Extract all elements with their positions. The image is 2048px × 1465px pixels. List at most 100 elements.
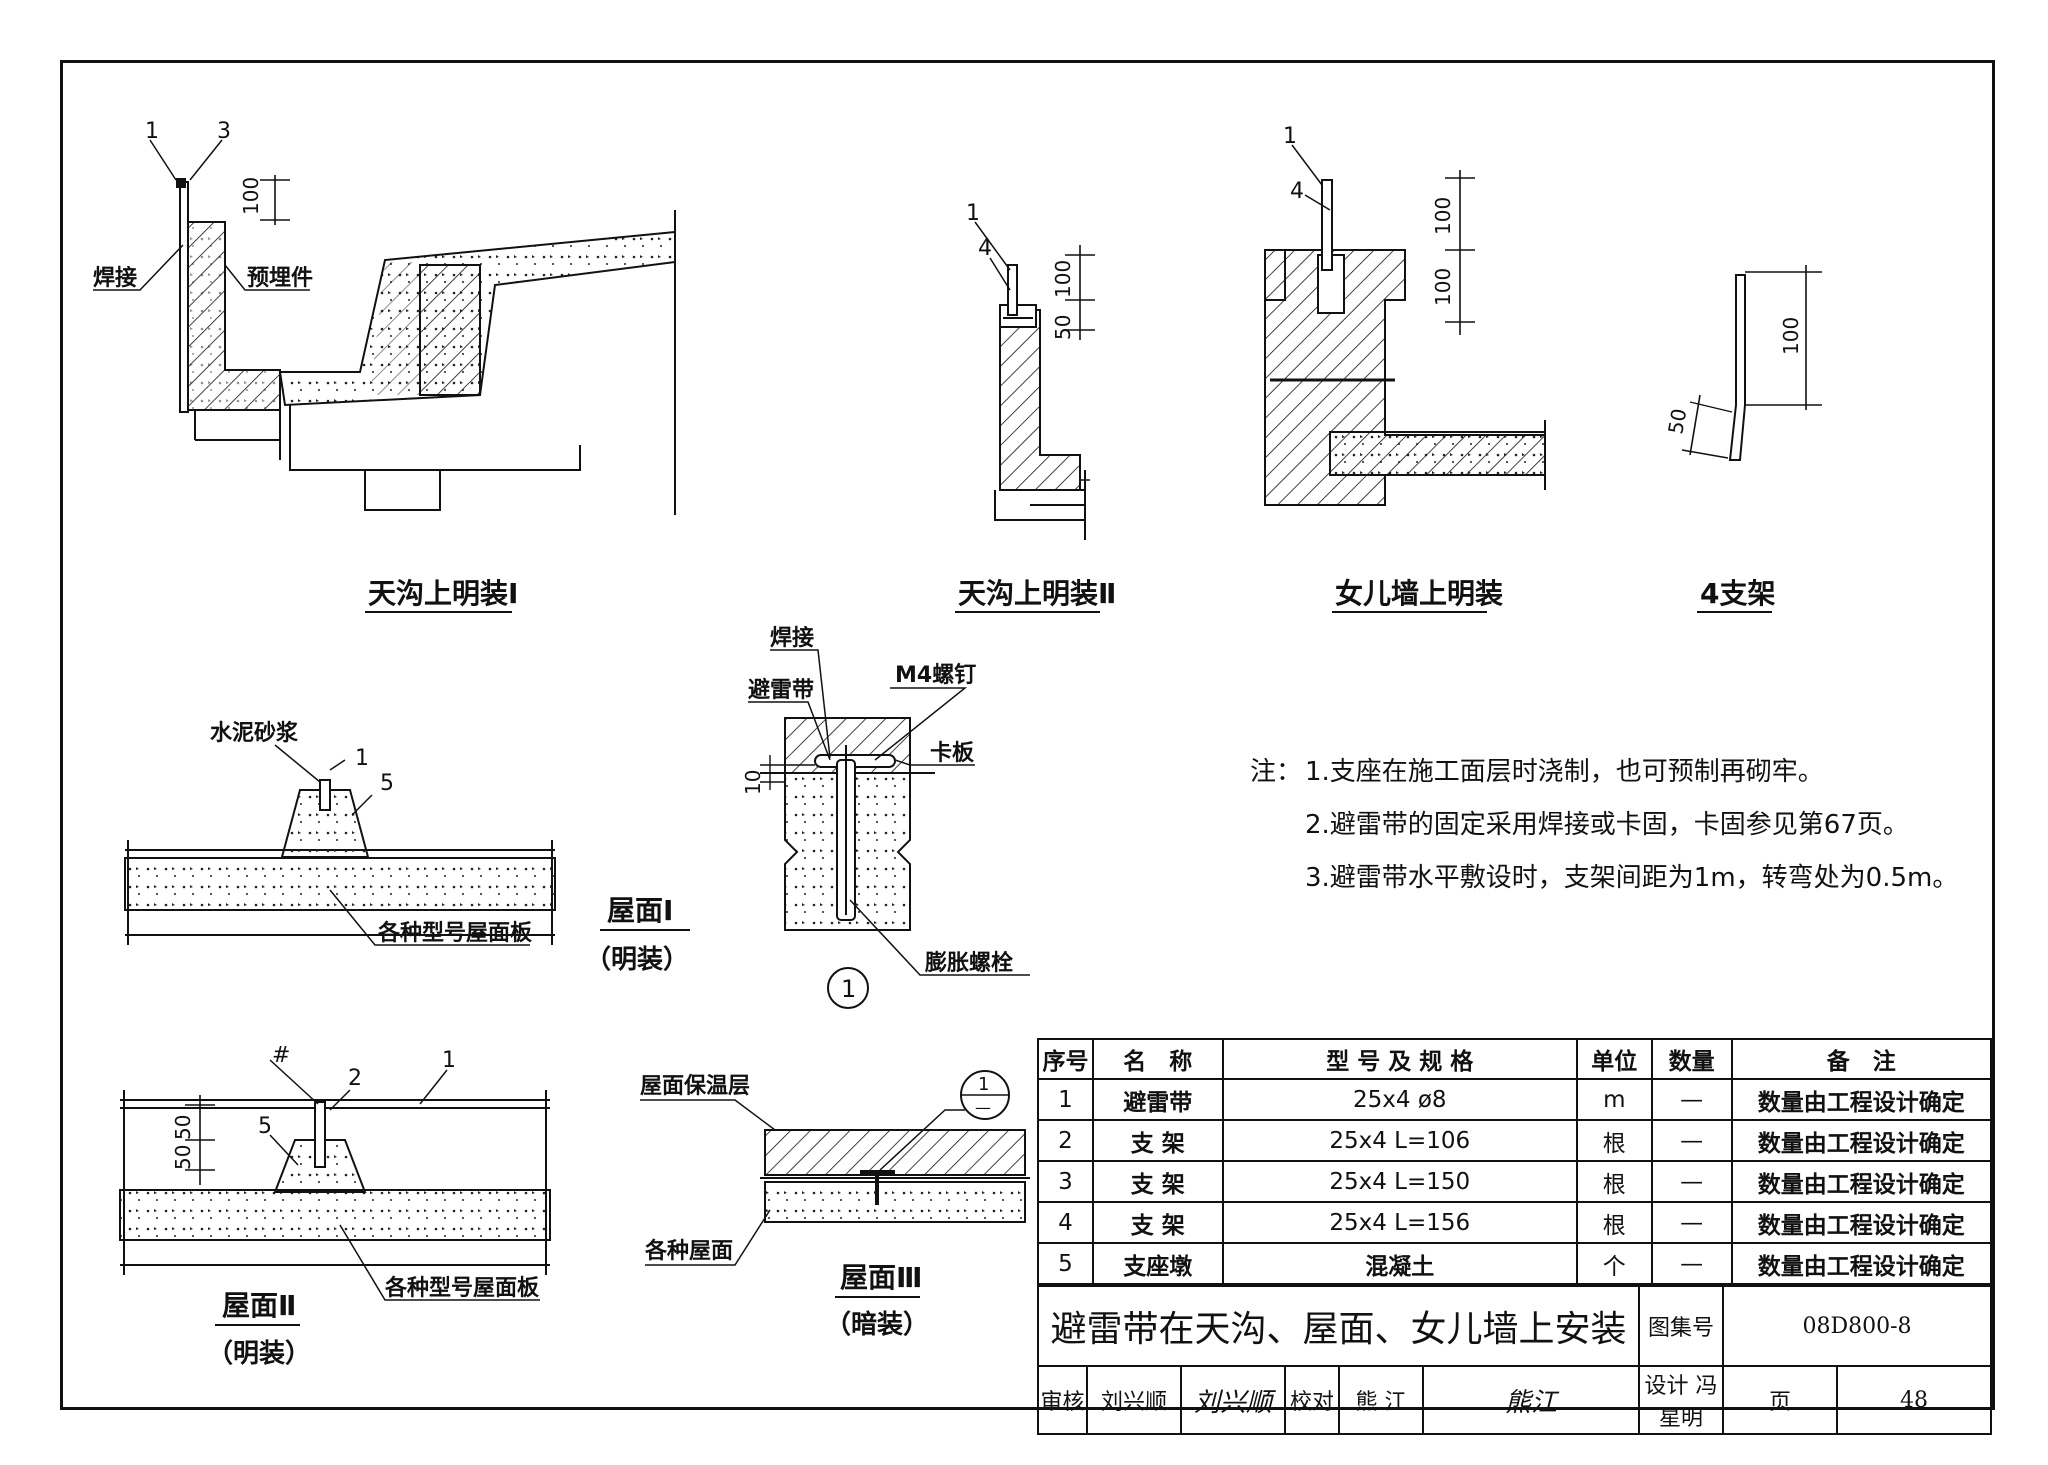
detail-1-dim-10: 10 — [741, 770, 765, 795]
design-label-text: 设计 — [1644, 1374, 1689, 1399]
page-number: 48 — [1836, 1365, 1992, 1435]
gutter-1-drawing: 100 1 3 焊接 预埋件 天沟上明装Ⅰ — [93, 119, 676, 613]
roof-3-subtitle: （暗装） — [825, 1310, 929, 1340]
notes-prefix: 注： — [1250, 757, 1302, 787]
bom-cell: 4 — [1037, 1201, 1094, 1244]
bom-cell: 根 — [1575, 1201, 1653, 1244]
bom-header-row: 序号 名 称 型 号 及 规 格 单位 数量 备 注 — [1037, 1038, 1993, 1080]
bom-header-cell: 序号 — [1037, 1038, 1094, 1080]
note-1: 1.支座在施工面层时浇制，也可预制再砌牢。 — [1305, 757, 1824, 787]
bom-cell: — — [1650, 1201, 1733, 1244]
bom-table: 序号 名 称 型 号 及 规 格 单位 数量 备 注 1 避雷带 25x4 ø8… — [1037, 1038, 1993, 1285]
bom-cell: 2 — [1037, 1119, 1094, 1162]
gutter-2-dim-100: 100 — [1051, 260, 1075, 298]
bom-cell: 5 — [1037, 1242, 1094, 1285]
design-label: 设计 冯星明 — [1638, 1365, 1724, 1435]
roof-2-label-1: 1 — [442, 1048, 456, 1073]
bracket-4-title: 4支架 — [1700, 577, 1775, 610]
roof-2-subtitle: （明装） — [207, 1339, 311, 1369]
parapet-dim-a: 100 — [1431, 197, 1455, 235]
bom-cell: — — [1650, 1160, 1733, 1203]
gutter-2-label-1: 1 — [966, 201, 980, 226]
bom-cell: 根 — [1575, 1160, 1653, 1203]
bom-cell: 3 — [1037, 1160, 1094, 1203]
gutter-1-label-1: 1 — [145, 119, 159, 144]
checker-signature: 熊江 — [1422, 1365, 1640, 1435]
bom-cell: 数量由工程设计确定 — [1730, 1160, 1993, 1203]
roof-1-label-5: 5 — [380, 771, 394, 796]
bom-cell: 个 — [1575, 1242, 1653, 1285]
review-label: 审核 — [1037, 1365, 1088, 1435]
gutter-1-title: 天沟上明装Ⅰ — [368, 577, 518, 610]
bracket-4-drawing: 100 50 4支架 — [1663, 265, 1822, 613]
bom-row: 3 支 架 25x4 L=150 根 — 数量由工程设计确定 — [1037, 1160, 1993, 1203]
page-label: 页 — [1722, 1365, 1838, 1435]
gutter-2-drawing: 100 50 1 4 天沟上明装Ⅱ — [955, 201, 1116, 613]
roof-1-drawing: 水泥砂浆 1 5 各种型号屋面板 屋面Ⅰ （明装） — [124, 720, 690, 975]
bom-cell: 避雷带 — [1091, 1078, 1224, 1121]
gutter-1-dim-100: 100 — [239, 177, 263, 215]
detail-1-label-m4: M4螺钉 — [895, 662, 976, 688]
bom-cell: 数量由工程设计确定 — [1730, 1119, 1993, 1162]
roof-2-label-2: 2 — [348, 1066, 362, 1091]
detail-1-label-bolt: 膨胀螺栓 — [924, 951, 1013, 976]
bom-header-cell: 数量 — [1650, 1038, 1733, 1080]
roof-2-label-5: 5 — [258, 1114, 272, 1139]
roof-1-label-mortar: 水泥砂浆 — [210, 720, 299, 746]
reviewer-name: 刘兴顺 — [1086, 1365, 1182, 1435]
parapet-title: 女儿墙上明装 — [1335, 577, 1503, 610]
roof-2-dim-2: 50 — [171, 1145, 195, 1170]
bom-cell: m — [1575, 1078, 1653, 1121]
detail-1-marker: 1 — [841, 975, 856, 1003]
bom-cell: 数量由工程设计确定 — [1730, 1078, 1993, 1121]
bom-header-cell: 名 称 — [1091, 1038, 1224, 1080]
detail-1-label-strip: 避雷带 — [748, 677, 814, 703]
check-label: 校对 — [1284, 1365, 1340, 1435]
bom-cell: 支 架 — [1091, 1160, 1224, 1203]
parapet-dim-b: 100 — [1431, 268, 1455, 306]
sheet-title: 避雷带在天沟、屋面、女儿墙上安装 — [1037, 1285, 1640, 1367]
bom-header-cell: 单位 — [1575, 1038, 1653, 1080]
bom-cell: — — [1650, 1119, 1733, 1162]
roof-1-title: 屋面Ⅰ — [607, 894, 673, 927]
roof-3-ref-top: 1 — [978, 1074, 989, 1095]
parapet-drawing: 100 100 1 4 女儿墙上明装 — [1264, 124, 1546, 613]
gutter-1-label-3: 3 — [217, 119, 231, 144]
roof-3-label-insul: 屋面保温层 — [640, 1074, 750, 1099]
title-block: 避雷带在天沟、屋面、女儿墙上安装 图集号 08D800-8 审核 刘兴顺 刘兴顺… — [1037, 1285, 1992, 1435]
bom-cell: — — [1650, 1242, 1733, 1285]
roof-2-label-hash: # — [272, 1043, 290, 1068]
roof-1-subtitle: （明装） — [585, 945, 689, 975]
roof-2-label-slab: 各种型号屋面板 — [384, 1275, 540, 1301]
gutter-1-label-embed: 预埋件 — [247, 266, 313, 291]
bracket-4-dim-100: 100 — [1779, 317, 1803, 355]
detail-1-drawing: 10 焊接 M4螺钉 避雷带 卡板 膨胀螺栓 1 — [741, 626, 1030, 1009]
roof-3-drawing: 屋面保温层 各种屋面 1 — 屋面Ⅲ （暗装） — [640, 1070, 1030, 1340]
bom-header-cell: 备 注 — [1730, 1038, 1993, 1080]
gutter-2-dim-50: 50 — [1051, 315, 1075, 340]
bom-cell: 支座墩 — [1091, 1242, 1224, 1285]
roof-1-label-slab: 各种型号屋面板 — [377, 920, 533, 946]
roof-1-label-1: 1 — [355, 746, 369, 771]
note-2: 2.避雷带的固定采用焊接或卡固，卡固参见第67页。 — [1305, 810, 1909, 840]
bom-header-cell: 型 号 及 规 格 — [1221, 1038, 1578, 1080]
gutter-2-label-4: 4 — [978, 236, 992, 261]
bom-cell: 根 — [1575, 1119, 1653, 1162]
parapet-label-1: 1 — [1283, 124, 1297, 149]
bom-cell: 支 架 — [1091, 1119, 1224, 1162]
reviewer-signature: 刘兴顺 — [1180, 1365, 1286, 1435]
roof-2-dim-1: 50 — [171, 1115, 195, 1140]
bom-cell: 25x4 L=156 — [1221, 1201, 1578, 1244]
bom-row: 2 支 架 25x4 L=106 根 — 数量由工程设计确定 — [1037, 1119, 1993, 1162]
gutter-1-label-weld: 焊接 — [93, 266, 137, 291]
bom-cell: 数量由工程设计确定 — [1730, 1201, 1993, 1244]
roof-2-drawing: # 2 1 5 50 50 各种型号屋面板 屋面Ⅱ （明装） — [119, 1043, 551, 1369]
bracket-4-dim-50: 50 — [1663, 407, 1691, 436]
atlas-label: 图集号 — [1638, 1285, 1724, 1367]
bom-cell: — — [1650, 1078, 1733, 1121]
bom-cell: 25x4 ø8 — [1221, 1078, 1578, 1121]
designer-name: 冯星明 — [1658, 1374, 1718, 1431]
gutter-2-title: 天沟上明装Ⅱ — [958, 577, 1116, 610]
bom-cell: 25x4 L=106 — [1221, 1119, 1578, 1162]
